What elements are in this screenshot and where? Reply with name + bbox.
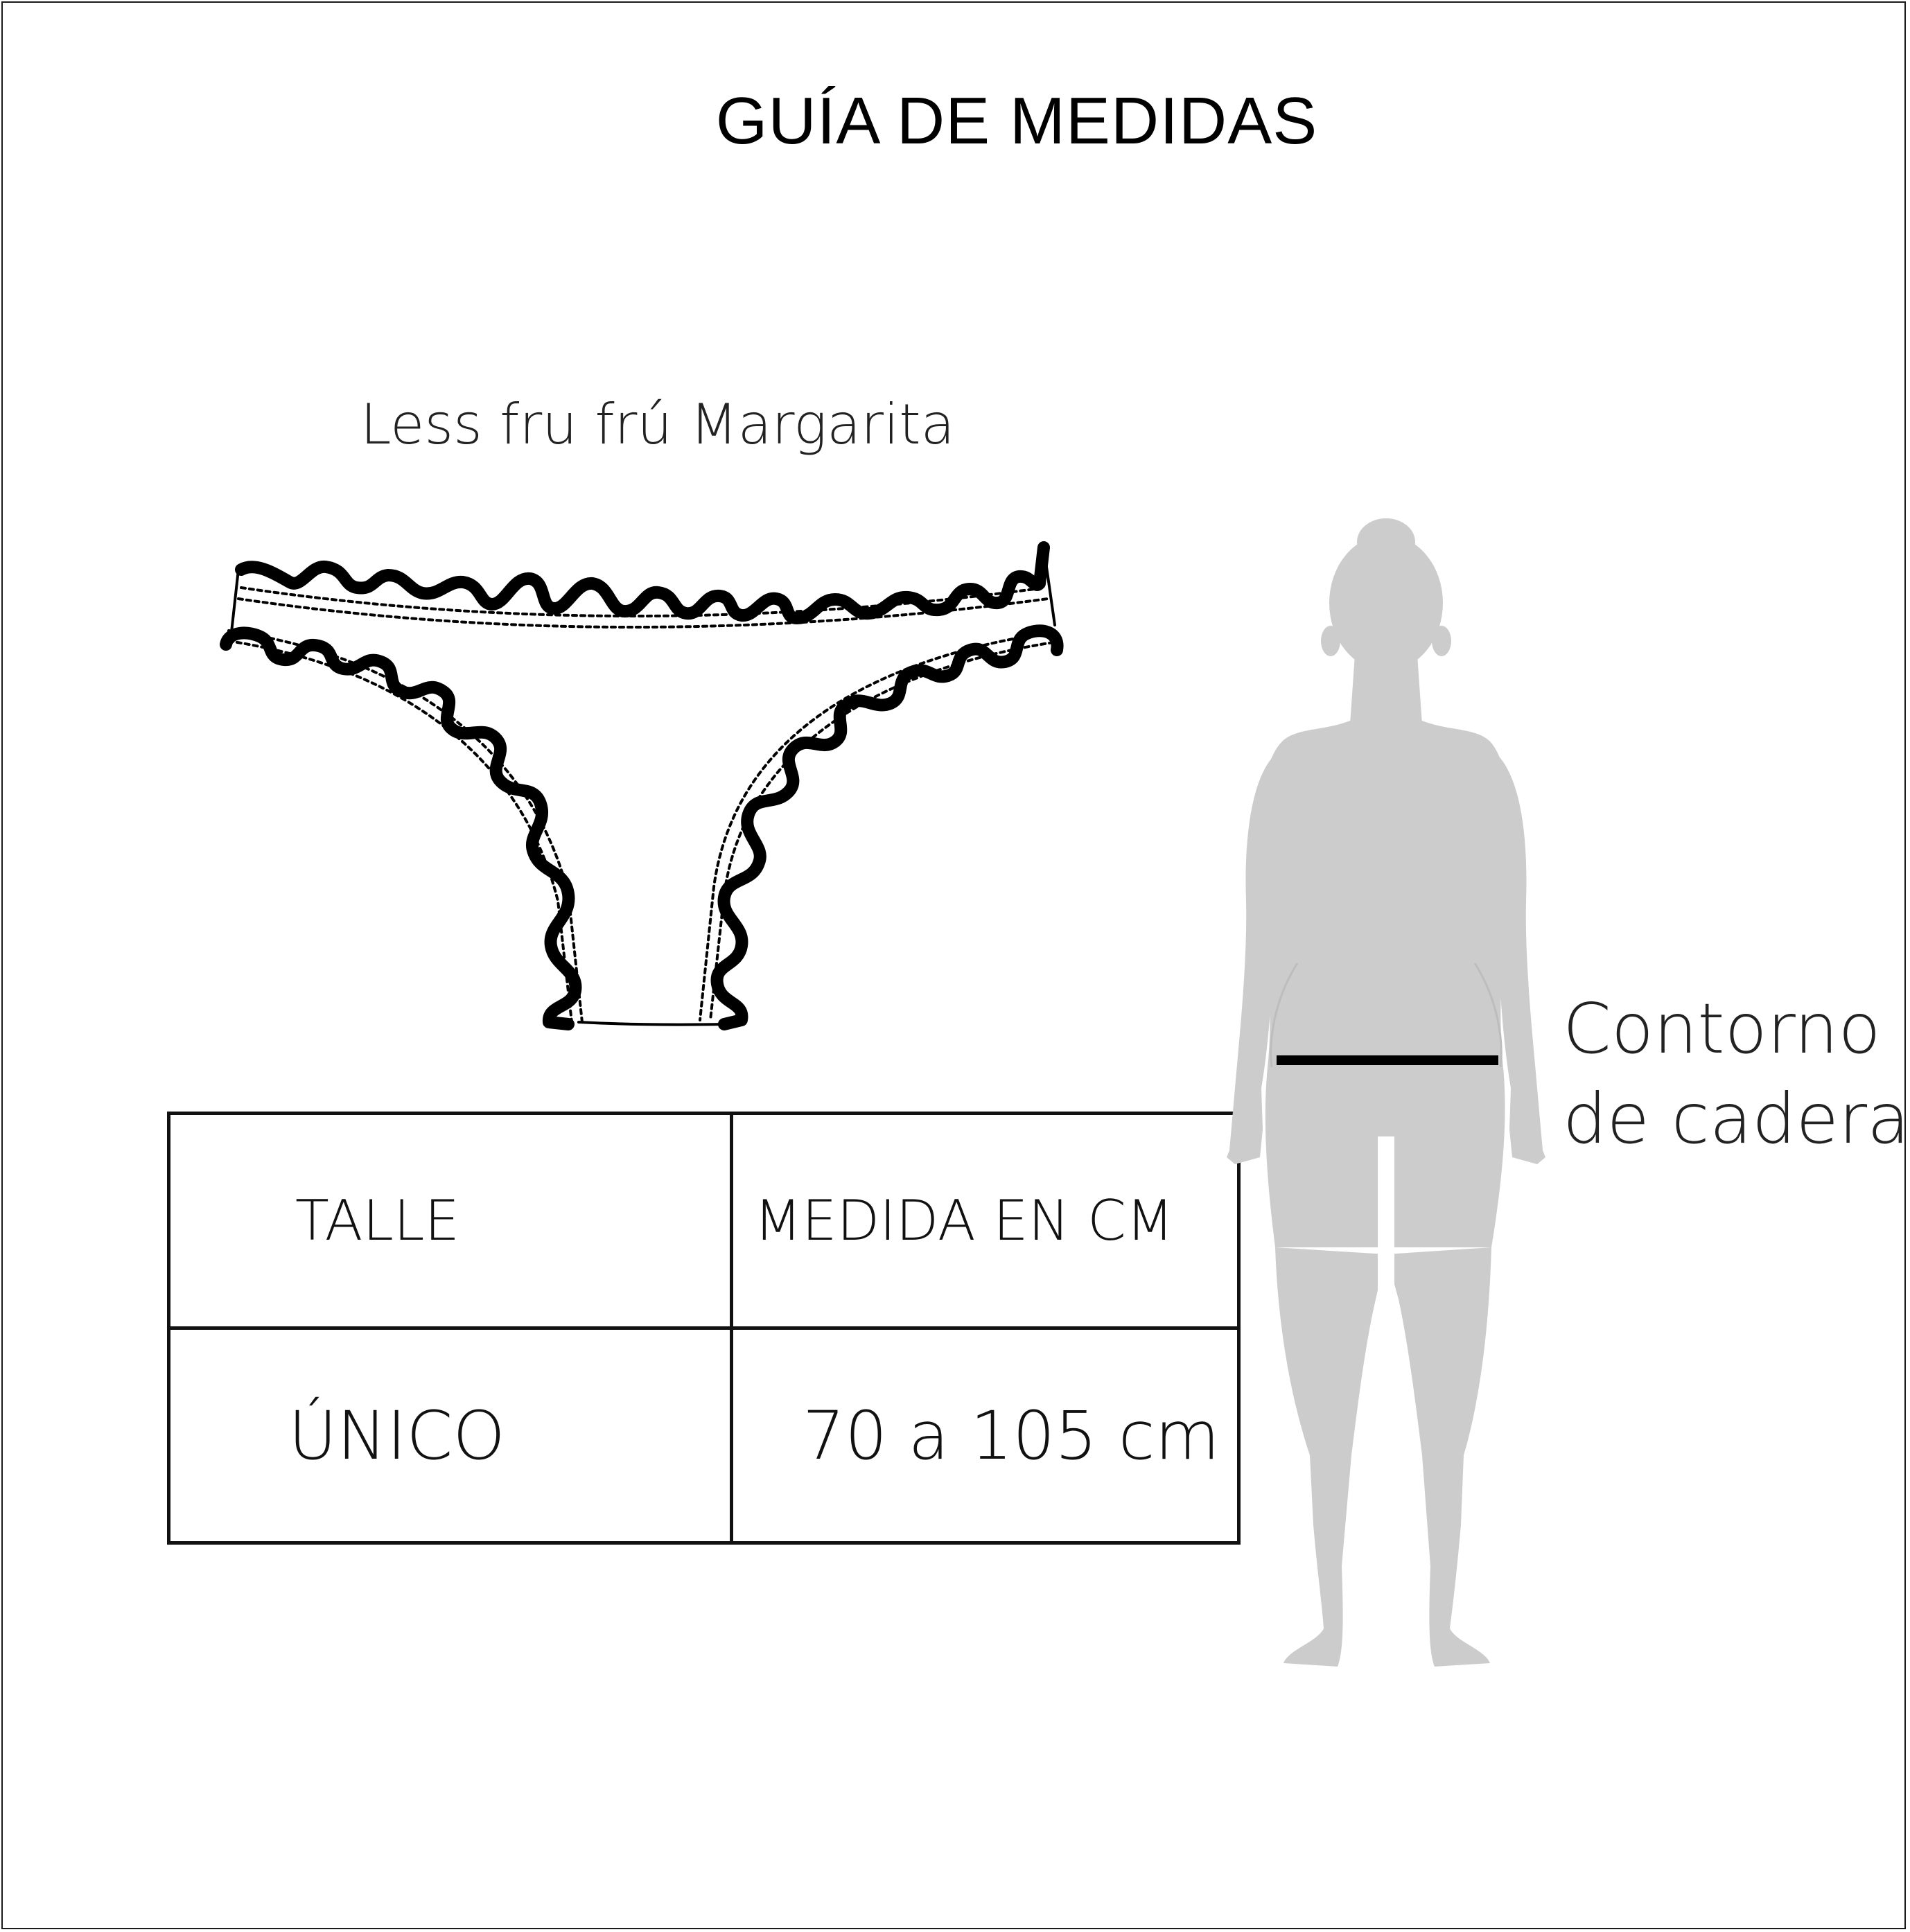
size-table: TALLE MEDIDA EN CM ÚNICO 70 a 105 cm <box>167 1112 1241 1545</box>
cell-size: ÚNICO <box>167 1326 733 1545</box>
header-talle: TALLE <box>167 1112 733 1330</box>
hip-measure-line <box>1277 1055 1498 1065</box>
hip-measurement-label: Contorno de cadera <box>1563 984 1909 1164</box>
product-name: Less fru frú Margarita <box>360 392 955 457</box>
table-row: ÚNICO 70 a 105 cm <box>167 1326 1241 1545</box>
header-medida: MEDIDA EN CM <box>730 1112 1241 1330</box>
body-silhouette <box>1227 518 1545 1667</box>
table-header-row: TALLE MEDIDA EN CM <box>167 1112 1241 1330</box>
page-title: GUÍA DE MEDIDAS <box>715 84 1318 158</box>
hip-label-line1: Contorno <box>1563 988 1881 1069</box>
panty-illustration <box>220 541 1064 1030</box>
cell-measure: 70 a 105 cm <box>730 1326 1241 1545</box>
hip-label-line2: de cadera <box>1563 1078 1910 1159</box>
